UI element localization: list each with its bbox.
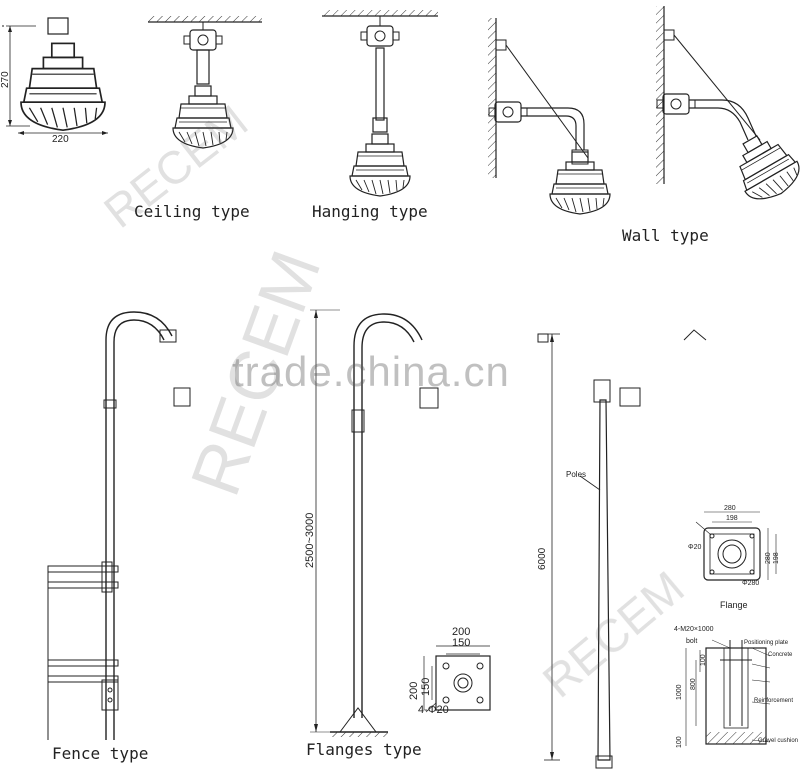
dim-found-upper: 800 — [690, 678, 697, 690]
dim-big-flange-inner-v: 198 — [773, 552, 780, 564]
dim-flange-outer-v: 200 — [408, 681, 420, 700]
dim-found-bottom: 100 — [676, 736, 683, 748]
flange-plan-drawing — [695, 511, 777, 581]
label-flange: Flange — [720, 600, 748, 610]
hanging-type-drawing — [322, 10, 438, 197]
caption-ceiling-type: Ceiling type — [134, 202, 250, 221]
watermark-site: trade.china.cn — [232, 348, 510, 395]
dim-big-flange-inner: 198 — [726, 515, 738, 522]
ceiling-type-drawing — [148, 16, 262, 149]
dim-ceiling-width: 220 — [52, 134, 69, 145]
caption-wall-type: Wall type — [622, 226, 709, 245]
watermark-brand-3: RECEM — [533, 561, 694, 708]
dim-flange-holes: 4-Φ20 — [418, 704, 449, 716]
label-bolt: bolt — [686, 638, 698, 645]
dim-big-flange-outer-v: 280 — [765, 552, 772, 564]
label-poles: Poles — [566, 470, 587, 479]
dim-flange-inner-v: 150 — [420, 677, 432, 696]
wall-type-drawing — [488, 6, 800, 215]
dim-pole-height: 6000 — [537, 547, 548, 570]
flanges-type-drawing — [310, 309, 491, 737]
caption-fence-type: Fence type — [52, 744, 149, 763]
dim-big-flange-center: Φ280 — [742, 580, 760, 587]
dim-ceiling-height: 270 — [0, 71, 11, 88]
brand-watermark: RECEM RECEM RECEM — [94, 95, 694, 708]
label-positioning-plate: Positioning plate — [744, 640, 789, 646]
label-gravel: Gravel cushion — [758, 738, 799, 744]
dim-flange-outer: 200 — [452, 626, 471, 638]
dim-anchor-bolts: 4-M20×1000 — [674, 626, 714, 633]
caption-hanging-type: Hanging type — [312, 202, 428, 221]
fence-type-drawing — [47, 311, 191, 740]
foundation-section-drawing — [685, 639, 771, 746]
label-reinforcement: Reinforcement — [754, 698, 794, 704]
dim-pole-range: 2500~3000 — [304, 512, 316, 568]
dim-found-top: 100 — [700, 654, 707, 666]
dim-found-depth: 1000 — [676, 684, 683, 700]
dim-flange-inner: 150 — [452, 637, 471, 649]
tall-pole-drawing — [537, 329, 707, 769]
caption-flanges-type: Flanges type — [306, 740, 422, 759]
ceiling-dimension-drawing — [2, 17, 108, 135]
label-concrete: Concrete — [768, 652, 793, 658]
dim-big-flange-angle: Φ20 — [688, 544, 702, 551]
dim-big-flange-outer: 280 — [724, 505, 736, 512]
